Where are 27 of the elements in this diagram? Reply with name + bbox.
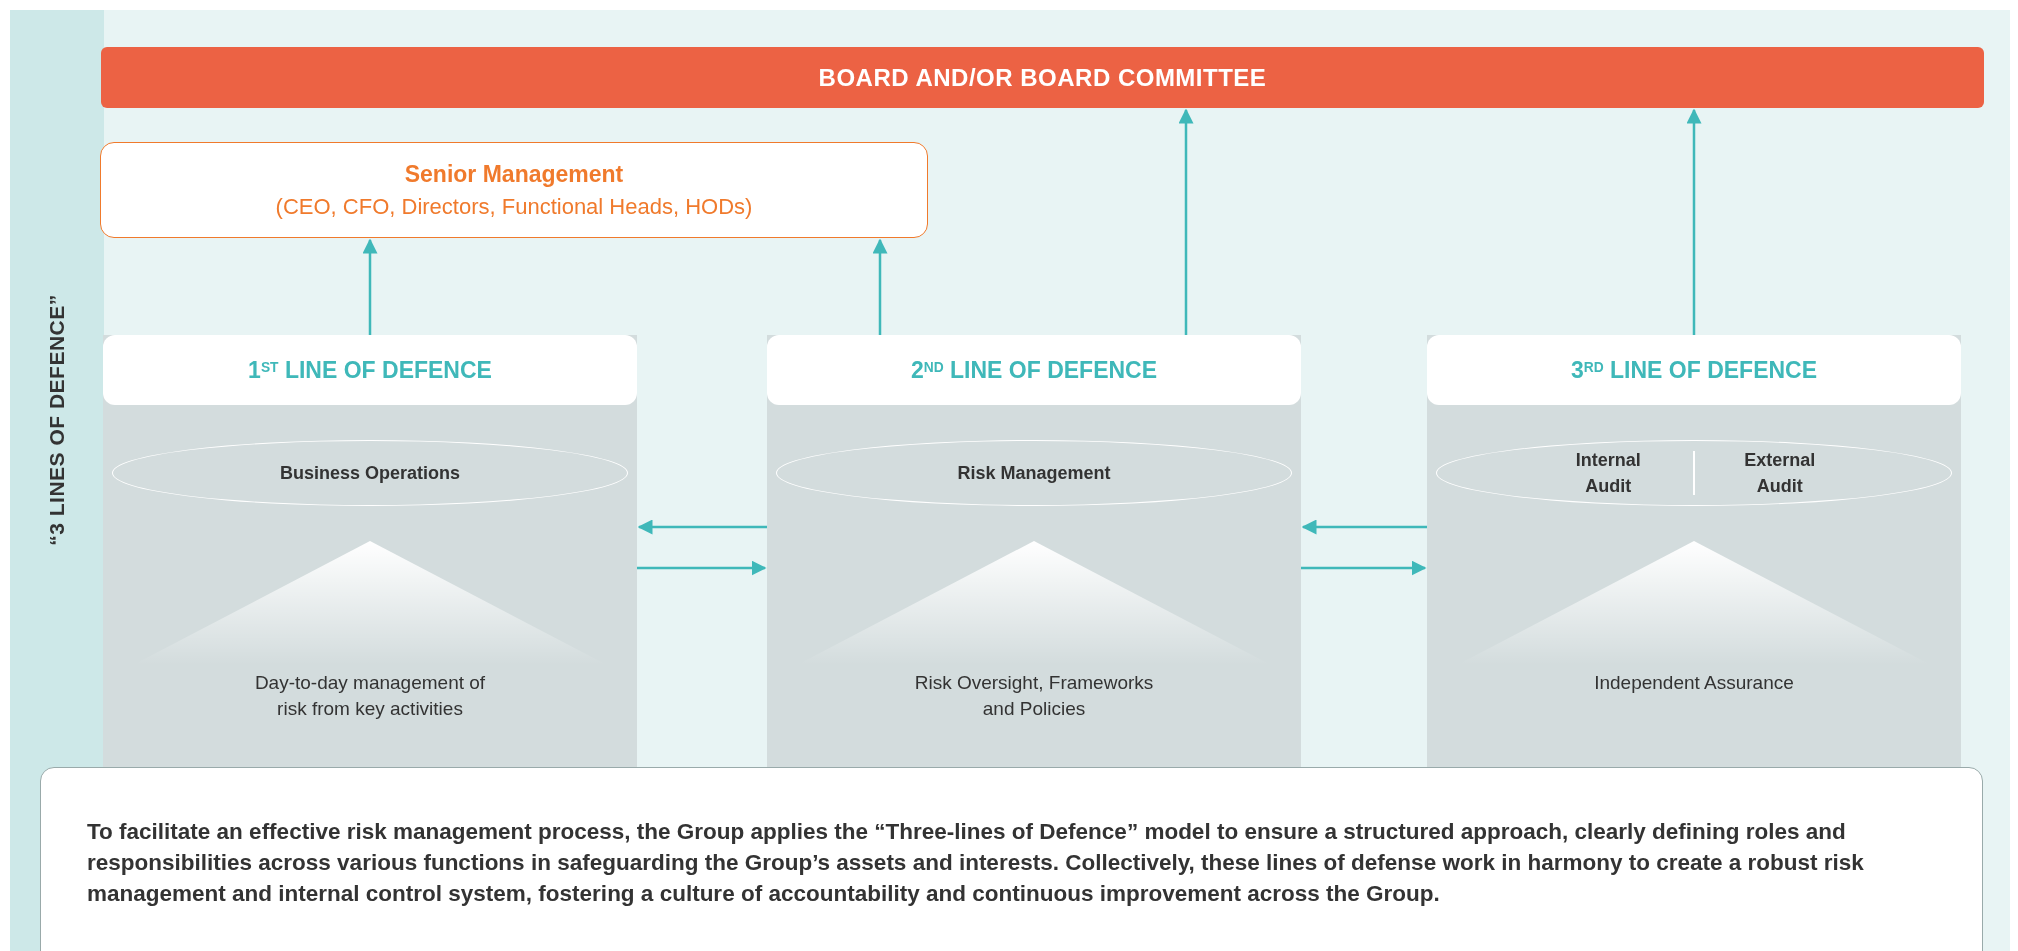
- banner-bar: BOARD AND/OR BOARD COMMITTEE: [101, 47, 1984, 108]
- description: Independent Assurance: [1593, 671, 1795, 695]
- arrow: [872, 238, 888, 335]
- ellipse-label: Risk Management: [957, 462, 1111, 485]
- arrow: [362, 238, 378, 335]
- column-header: 2$^{ND}$ LINE OF DEFENCE: [767, 335, 1301, 405]
- text-card: To facilitate an effective risk management process, the Group applies the “Three-lines of Defence” model to ensure a structured approach, clearly defining roles and responsibilities across various functions in safeguarding the Group’s assets and interests. Collectively, these lines of defense work in harmony to create a robust risk management and internal control system, fostering a culture of accountability and continuous improvement across the Group.: [40, 767, 1983, 951]
- arrow: [637, 560, 767, 576]
- description: Risk Oversight, Frameworks and Policies: [913, 671, 1155, 721]
- ellipse-label: Internal Audit: [1574, 449, 1642, 498]
- column-panel: [103, 335, 637, 767]
- arrow: [1301, 560, 1427, 576]
- ellipse-label: External Audit: [1743, 449, 1817, 498]
- vertical-title: “3 LINES OF DEFENCE”: [45, 294, 69, 546]
- subheading: (CEO, CFO, Directors, Functional Heads, HODs): [275, 193, 753, 220]
- description: Day-to-day management of risk from key activities: [253, 671, 487, 721]
- column-panel: [1427, 335, 1961, 767]
- rounded-box: [100, 142, 928, 238]
- ellipse-label: Business Operations: [279, 462, 461, 485]
- column-panel: [767, 335, 1301, 767]
- column-header: 1$^{ST}$ LINE OF DEFENCE: [103, 335, 637, 405]
- arrow: [1686, 108, 1702, 335]
- arrow: [637, 519, 767, 535]
- arrow: [1301, 519, 1427, 535]
- heading: Senior Management: [404, 160, 624, 188]
- column-header: 3$^{RD}$ LINE OF DEFENCE: [1427, 335, 1961, 405]
- arrow: [1178, 108, 1194, 335]
